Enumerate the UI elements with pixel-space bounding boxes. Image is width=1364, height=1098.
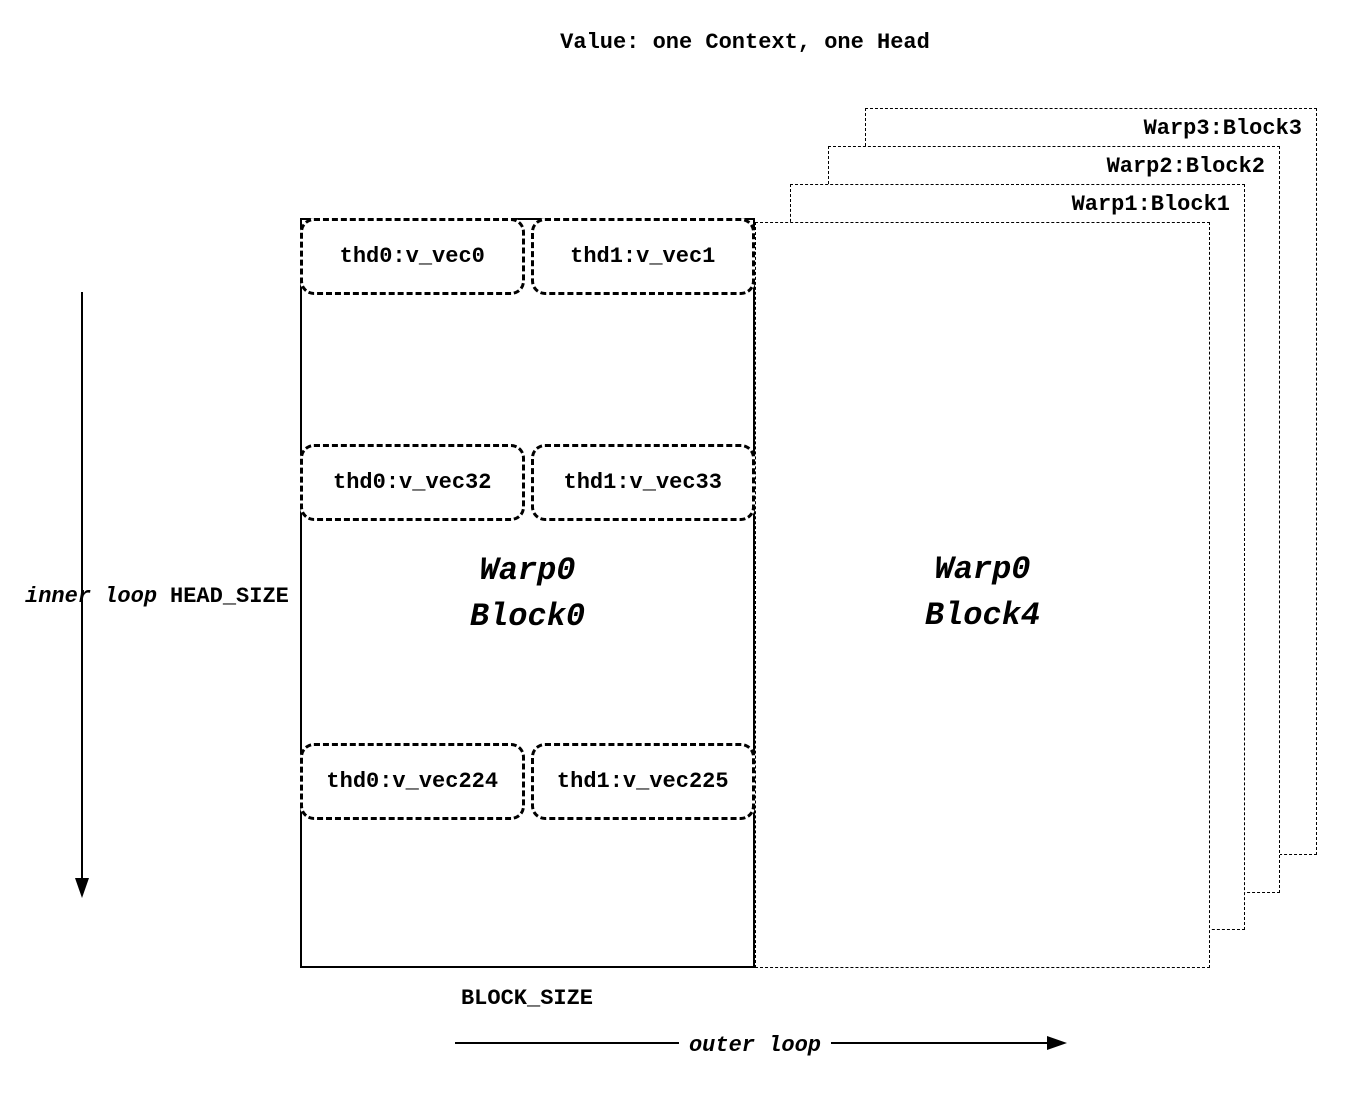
block0-label: Warp0 Block0 [302, 548, 753, 640]
vec-box-thd1-v-vec1: thd1:v_vec1 [530, 218, 755, 295]
head-size-text: HEAD_SIZE [170, 584, 289, 609]
vec-box-thd0-v-vec0: thd0:v_vec0 [300, 218, 525, 295]
vec-box-thd0-v-vec32: thd0:v_vec32 [300, 444, 525, 521]
vec-box-thd1-v-vec33: thd1:v_vec33 [530, 444, 755, 521]
vec-row-0: thd0:v_vec0 thd1:v_vec1 [300, 218, 755, 295]
vec-box-label: thd1:v_vec1 [570, 244, 716, 269]
block4-label-warp: Warp0 [934, 551, 1031, 588]
block-warp0-block4: Warp0 Block4 [755, 222, 1210, 968]
block-warp0-block0: thd0:v_vec0 thd1:v_vec1 thd0:v_vec32 thd… [300, 218, 755, 968]
vec-box-label: thd1:v_vec225 [556, 769, 729, 794]
vec-box-label: thd0:v_vec0 [339, 244, 485, 269]
vec-row-1: thd0:v_vec32 thd1:v_vec33 [300, 444, 755, 521]
block4-label: Warp0 Block4 [756, 547, 1209, 639]
block-size-label: BLOCK_SIZE [460, 986, 594, 1011]
vec-box-label: thd0:v_vec224 [326, 769, 499, 794]
warp1-block1-label: Warp1:Block1 [1071, 192, 1230, 217]
vec-box-thd0-v-vec224: thd0:v_vec224 [300, 743, 525, 820]
inner-loop-text: inner loop [25, 584, 158, 609]
outer-loop-label: outer loop [678, 1033, 832, 1058]
block0-label-warp: Warp0 [479, 552, 576, 589]
block4-label-block: Block4 [924, 597, 1041, 634]
inner-loop-down-arrow-icon [75, 292, 89, 898]
block0-label-block: Block0 [469, 598, 586, 635]
diagram-title: Value: one Context, one Head [560, 30, 930, 55]
vec-box-label: thd1:v_vec33 [563, 470, 722, 495]
warp2-block2-label: Warp2:Block2 [1106, 154, 1265, 179]
vec-box-thd1-v-vec225: thd1:v_vec225 [530, 743, 755, 820]
vec-box-label: thd0:v_vec32 [333, 470, 492, 495]
vec-row-2: thd0:v_vec224 thd1:v_vec225 [300, 743, 755, 820]
warp3-block3-label: Warp3:Block3 [1143, 116, 1302, 141]
inner-loop-label: inner loop HEAD_SIZE [25, 584, 289, 609]
